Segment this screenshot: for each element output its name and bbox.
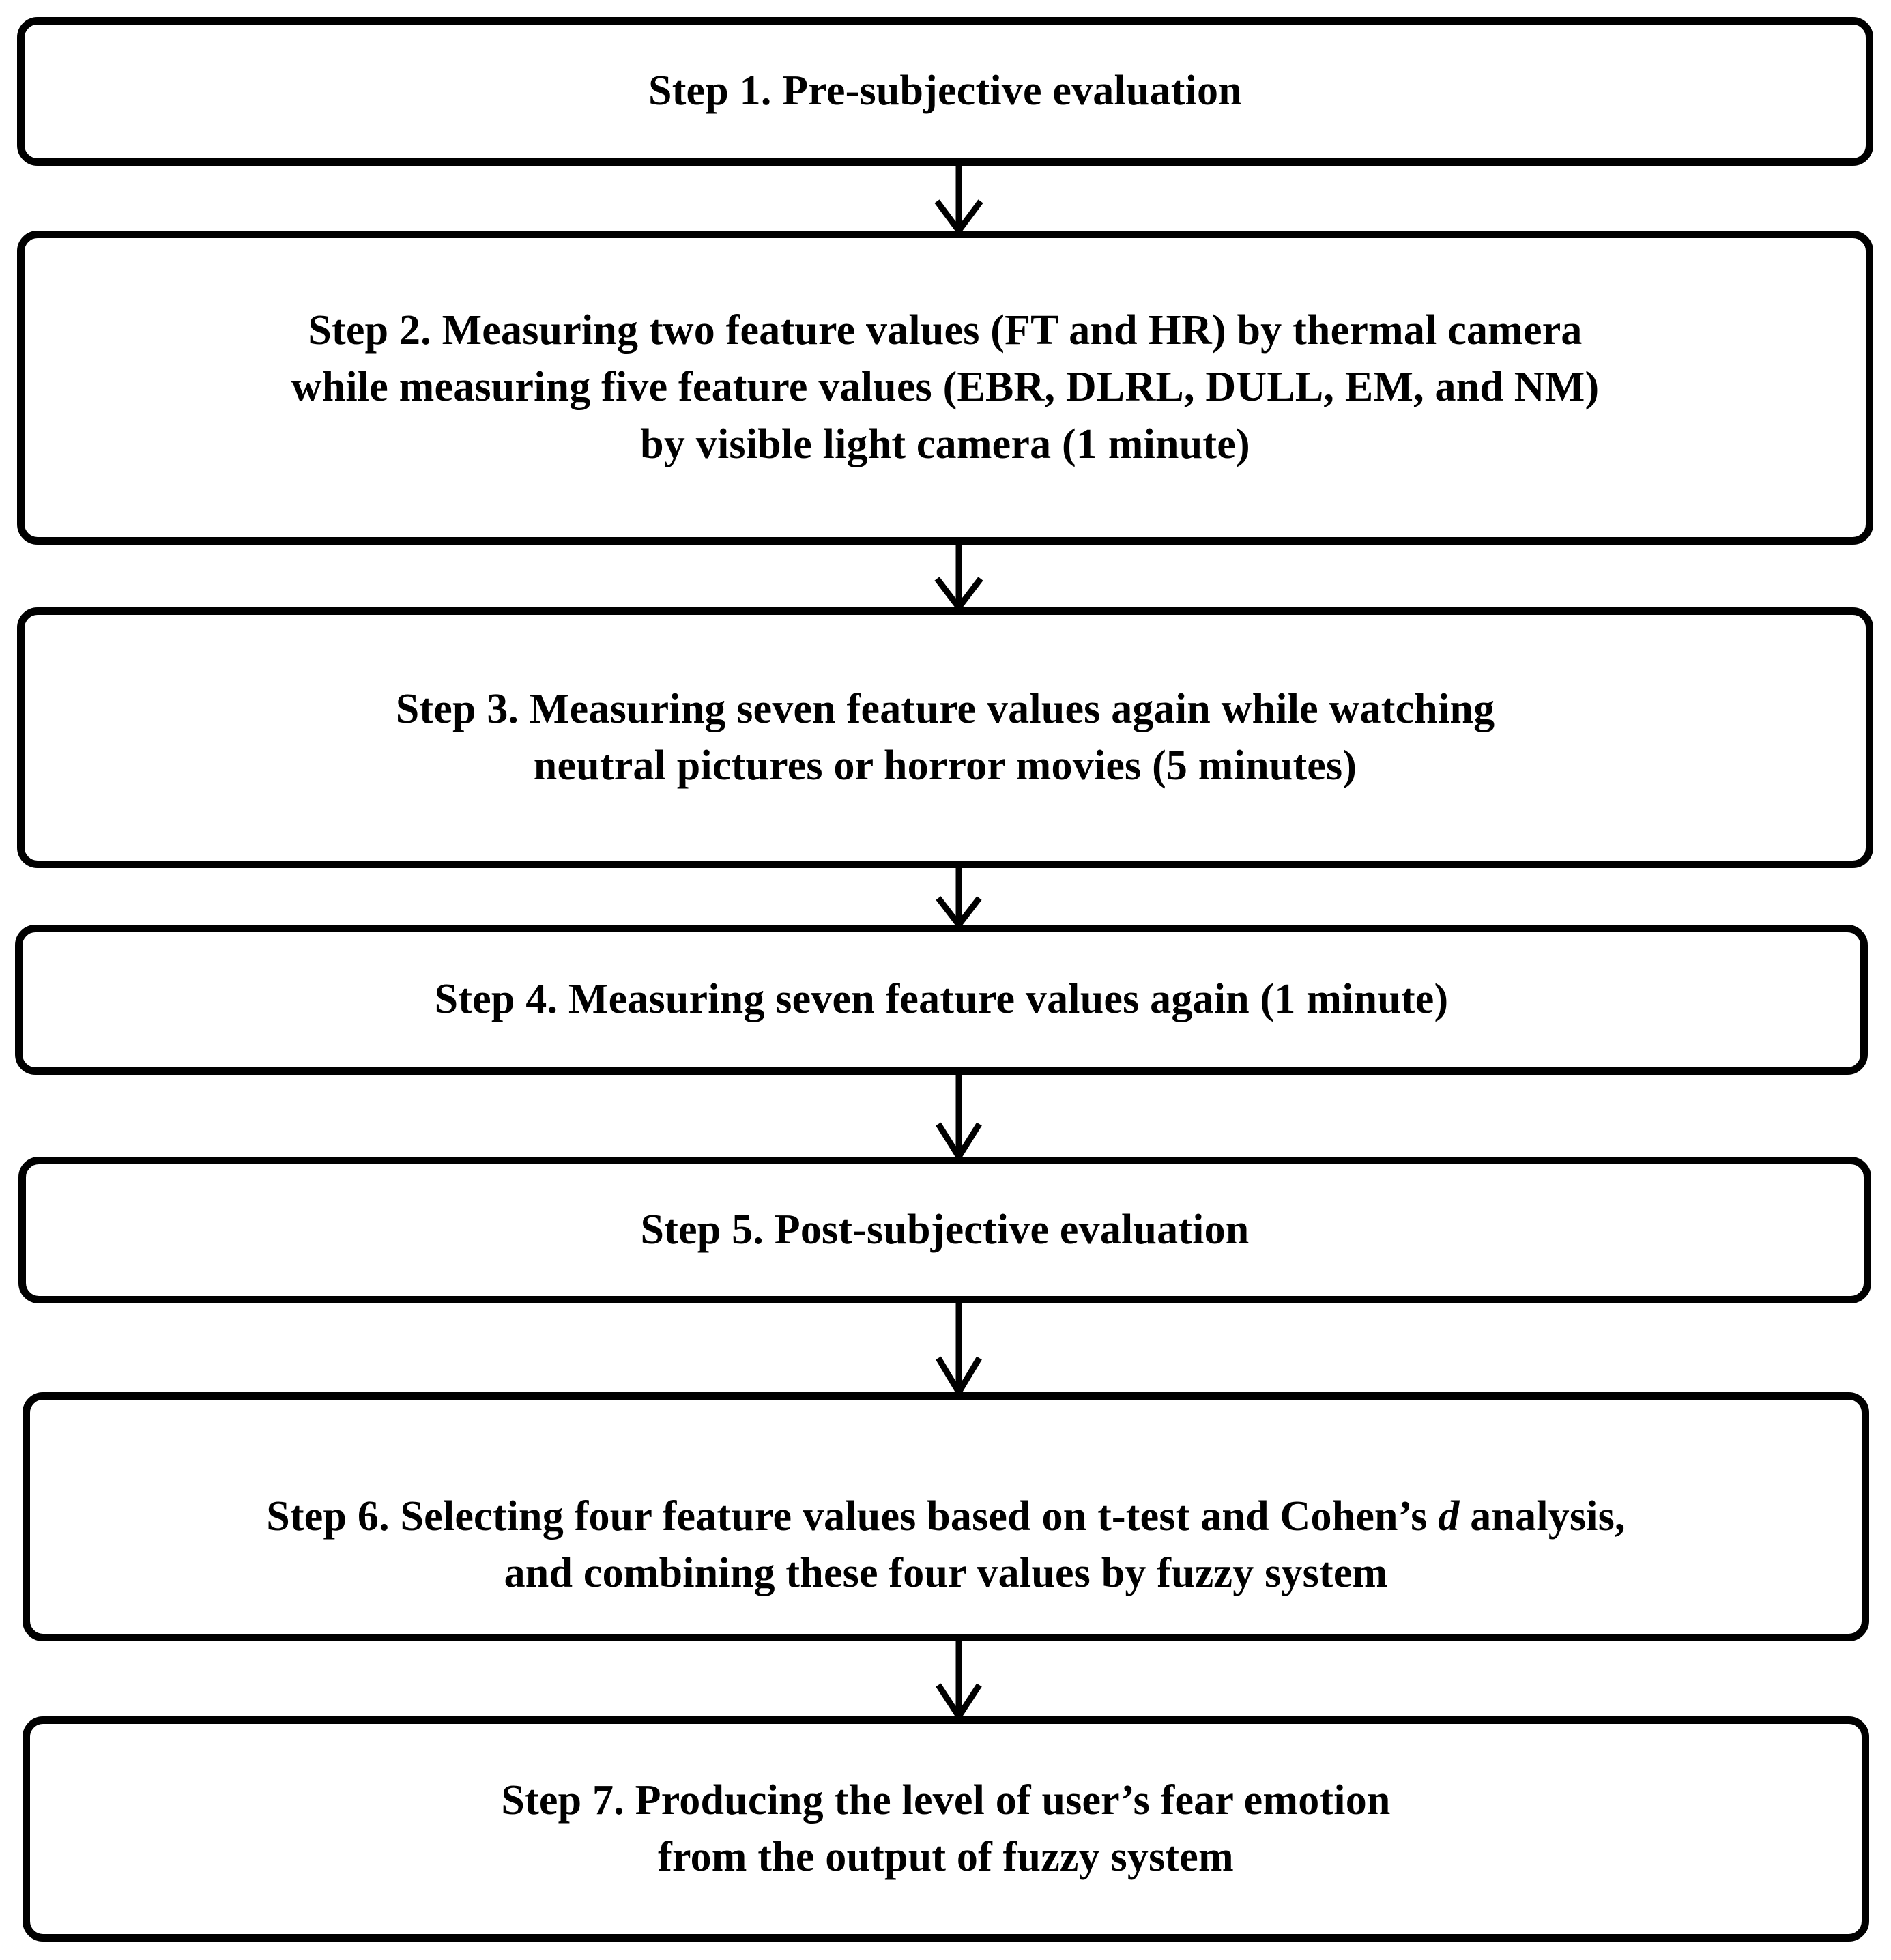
step-5-label: Step 5. Post-subjective evaluation: [640, 1206, 1250, 1253]
step-6-label: Step 6. Selecting four feature values ba…: [240, 1432, 1651, 1602]
step-3-line-2: neutral pictures or horror movies (5 min…: [533, 743, 1357, 789]
step-2-line-1: Step 2. Measuring two feature values (FT…: [308, 307, 1583, 354]
step-7-box[interactable]: Step 7. Producing the level of user’s fe…: [23, 1716, 1869, 1942]
step-6-cohens-d-symbol: d: [1438, 1493, 1460, 1540]
step-5-box[interactable]: Step 5. Post-subjective evaluation: [18, 1157, 1871, 1303]
step-6-box[interactable]: Step 6. Selecting four feature values ba…: [23, 1392, 1869, 1641]
step-2-line-3: by visible light camera (1 minute): [640, 420, 1250, 467]
step-4-box[interactable]: Step 4. Measuring seven feature values a…: [15, 925, 1868, 1075]
step-1-box[interactable]: Step 1. Pre-subjective evaluation: [17, 17, 1873, 166]
step-2-box[interactable]: Step 2. Measuring two feature values (FT…: [17, 231, 1873, 545]
step-1-label: Step 1. Pre-subjective evaluation: [648, 68, 1242, 115]
step-6-line-2: and combining these four values by fuzzy…: [504, 1550, 1388, 1597]
step-2-line-2: while measuring five feature values (EBR…: [291, 364, 1600, 411]
step-4-label: Step 4. Measuring seven feature values a…: [434, 976, 1449, 1023]
step-3-line-1: Step 3. Measuring seven feature values a…: [395, 685, 1495, 732]
step-6-line-1: Step 6. Selecting four feature values ba…: [266, 1493, 1625, 1540]
step-3-label: Step 3. Measuring seven feature values a…: [370, 681, 1521, 794]
step-6-line-1-part-3: analysis,: [1459, 1493, 1626, 1540]
step-7-line-1: Step 7. Producing the level of user’s fe…: [501, 1776, 1391, 1824]
step-3-box[interactable]: Step 3. Measuring seven feature values a…: [17, 607, 1873, 868]
step-2-label: Step 2. Measuring two feature values (FT…: [265, 302, 1626, 472]
step-7-line-2: from the output of fuzzy system: [658, 1834, 1234, 1880]
step-7-label: Step 7. Producing the level of user’s fe…: [475, 1772, 1416, 1886]
step-6-line-1-part-1: Step 6. Selecting four feature values ba…: [266, 1493, 1439, 1540]
